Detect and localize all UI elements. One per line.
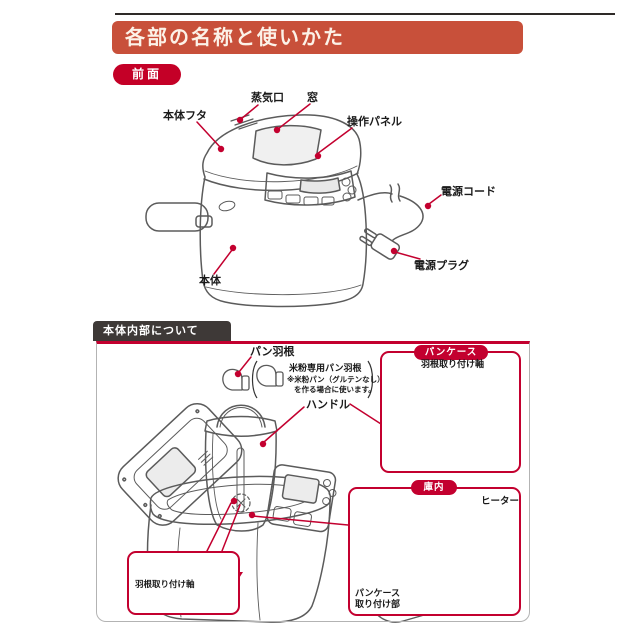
label-power-cord: 電源コード (441, 186, 496, 198)
open-machine-illustration (117, 402, 337, 623)
label-body: 本体 (199, 275, 221, 287)
label-pan-blade: パン羽根 (250, 346, 295, 358)
label-blade-shaft-pancase: 羽根取り付け軸 (421, 359, 485, 369)
machine-body-open (146, 464, 337, 623)
front-section-tag: 前面 (113, 64, 181, 85)
page-top-rule (115, 13, 615, 15)
power-plug-illustration (359, 228, 401, 260)
page-title: 各部の名称と使いかた (112, 21, 523, 54)
label-pan-case-mount-2: 取り付け部 (355, 599, 401, 609)
note-brackets (251, 360, 374, 399)
pan-case-box-title: パンケース (414, 345, 488, 360)
blade-shaft-box (127, 551, 240, 615)
open-lid (117, 402, 243, 526)
label-body-lid: 本体フタ (163, 110, 207, 122)
interior-section-tab: 本体内部について (93, 321, 231, 341)
label-blade-shaft: 羽根取り付け軸 (135, 579, 195, 589)
interior-section-box (96, 341, 530, 622)
rice-flour-blade-icon (256, 364, 284, 387)
label-window: 窓 (307, 92, 318, 104)
front-machine-illustration (145, 114, 424, 308)
label-control-panel: 操作パネル (347, 116, 402, 128)
label-rice-blade: 米粉専用パン羽根 (289, 363, 362, 373)
power-cord-illustration (357, 183, 424, 241)
side-handle (145, 202, 213, 232)
front-window (252, 124, 322, 166)
note-rice-blade-1: ※米粉パン（グルテンなし） (287, 375, 385, 384)
label-heater: ヒーター (481, 496, 520, 507)
front-control-panel (264, 170, 356, 206)
label-steam-vent: 蒸気口 (251, 92, 284, 104)
label-handle: ハンドル (306, 399, 350, 411)
label-pan-case-mount-1: パンケース (355, 588, 401, 598)
label-power-plug: 電源プラグ (414, 260, 469, 272)
note-rice-blade-2: を作る場合に使います。 (294, 385, 376, 394)
front-leader-lines (196, 103, 442, 275)
chamber-box-title: 庫内 (411, 480, 457, 495)
